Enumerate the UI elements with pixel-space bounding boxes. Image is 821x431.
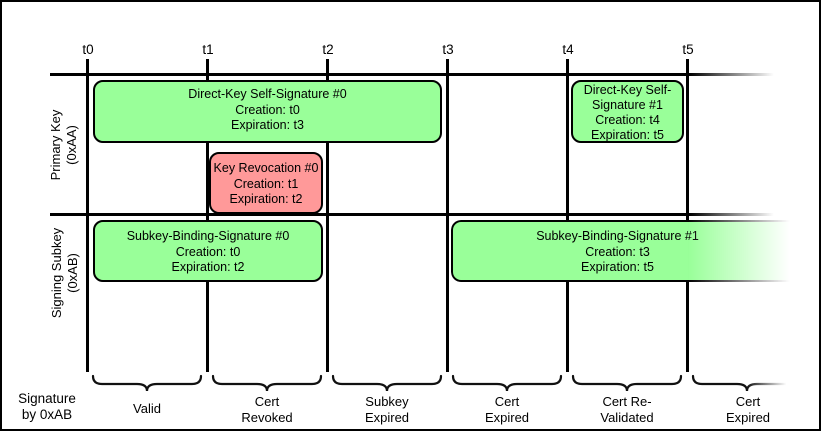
- phase-brace-cert-revoked: [211, 374, 323, 392]
- signing-subkey-track-line: [50, 213, 690, 216]
- phase-brace-cert-revalidated: [571, 374, 683, 392]
- primary-key-track-line: [50, 73, 690, 76]
- direct-key-self-signature-1-box: Direct-Key Self-Signature #1 Creation: t…: [571, 80, 684, 143]
- tick-label-t0: t0: [82, 42, 94, 57]
- subkey-binding-signature-1-box: Subkey-Binding-Signature #1 Creation: t3…: [451, 220, 800, 282]
- tick-label-t3: t3: [442, 42, 454, 57]
- box-expiration: Expiration: t2: [229, 192, 303, 206]
- box-creation: Creation: t0: [235, 102, 300, 117]
- subkey-binding-signature-0-box: Subkey-Binding-Signature #0 Creation: t0…: [93, 220, 323, 282]
- phase-brace-subkey-expired: [331, 374, 443, 392]
- phase-label-subkey-expired: Subkey Expired: [364, 394, 410, 425]
- signing-subkey-track-line-fade: [690, 213, 774, 216]
- box-expiration: Expiration: t2: [171, 260, 245, 274]
- phase-label-cert-revoked: Cert Revoked: [241, 394, 293, 425]
- gridline-t0: [86, 59, 89, 372]
- phase-label-valid: Valid: [133, 401, 161, 416]
- box-title: Key Revocation #0: [213, 161, 319, 175]
- phase-label-cert-expired-final: Cert Expired: [725, 394, 771, 425]
- box-title: Subkey-Binding-Signature #1: [536, 229, 699, 243]
- box-expiration: Expiration: t5: [581, 260, 654, 274]
- phase-label-cert-revalidated: Cert Re- Validated: [600, 394, 654, 425]
- box-creation: Creation: t4: [595, 113, 660, 127]
- tick-label-t4: t4: [562, 42, 574, 57]
- box-title: Direct-Key Self-Signature #1: [583, 83, 672, 112]
- box-creation: Creation: t1: [233, 176, 299, 191]
- tick-label-t5: t5: [682, 42, 694, 57]
- box-expiration: Expiration: t3: [231, 118, 304, 132]
- box-creation: Creation: t3: [585, 244, 650, 259]
- signature-by-0xab-label: Signature by 0xAB: [18, 391, 76, 422]
- tick-label-t2: t2: [322, 42, 334, 57]
- key-revocation-0-box: Key Revocation #0 Creation: t1 Expiratio…: [209, 152, 323, 214]
- gridline-t2: [326, 59, 329, 372]
- box-expiration: Expiration: t5: [591, 128, 664, 142]
- signing-subkey-row-label: Signing Subkey (0xAB): [49, 227, 80, 319]
- gridline-t3: [446, 59, 449, 372]
- tick-label-t1: t1: [202, 42, 214, 57]
- gridline-t4: [566, 59, 569, 372]
- phase-brace-cert-expired-final: [691, 374, 803, 392]
- primary-key-row-label: Primary Key (0xAA): [48, 109, 79, 181]
- box-title: Subkey-Binding-Signature #0: [126, 229, 290, 243]
- box-title: Direct-Key Self-Signature #0: [188, 87, 347, 101]
- primary-key-track-line-fade: [690, 73, 774, 76]
- phase-label-cert-expired: Cert Expired: [484, 394, 530, 425]
- gridline-t5: [686, 59, 689, 372]
- phase-brace-valid: [91, 374, 203, 392]
- gridline-t1: [206, 59, 209, 372]
- box-creation: Creation: t0: [175, 244, 241, 259]
- direct-key-self-signature-0-box: Direct-Key Self-Signature #0 Creation: t…: [93, 80, 442, 143]
- phase-brace-cert-expired: [451, 374, 563, 392]
